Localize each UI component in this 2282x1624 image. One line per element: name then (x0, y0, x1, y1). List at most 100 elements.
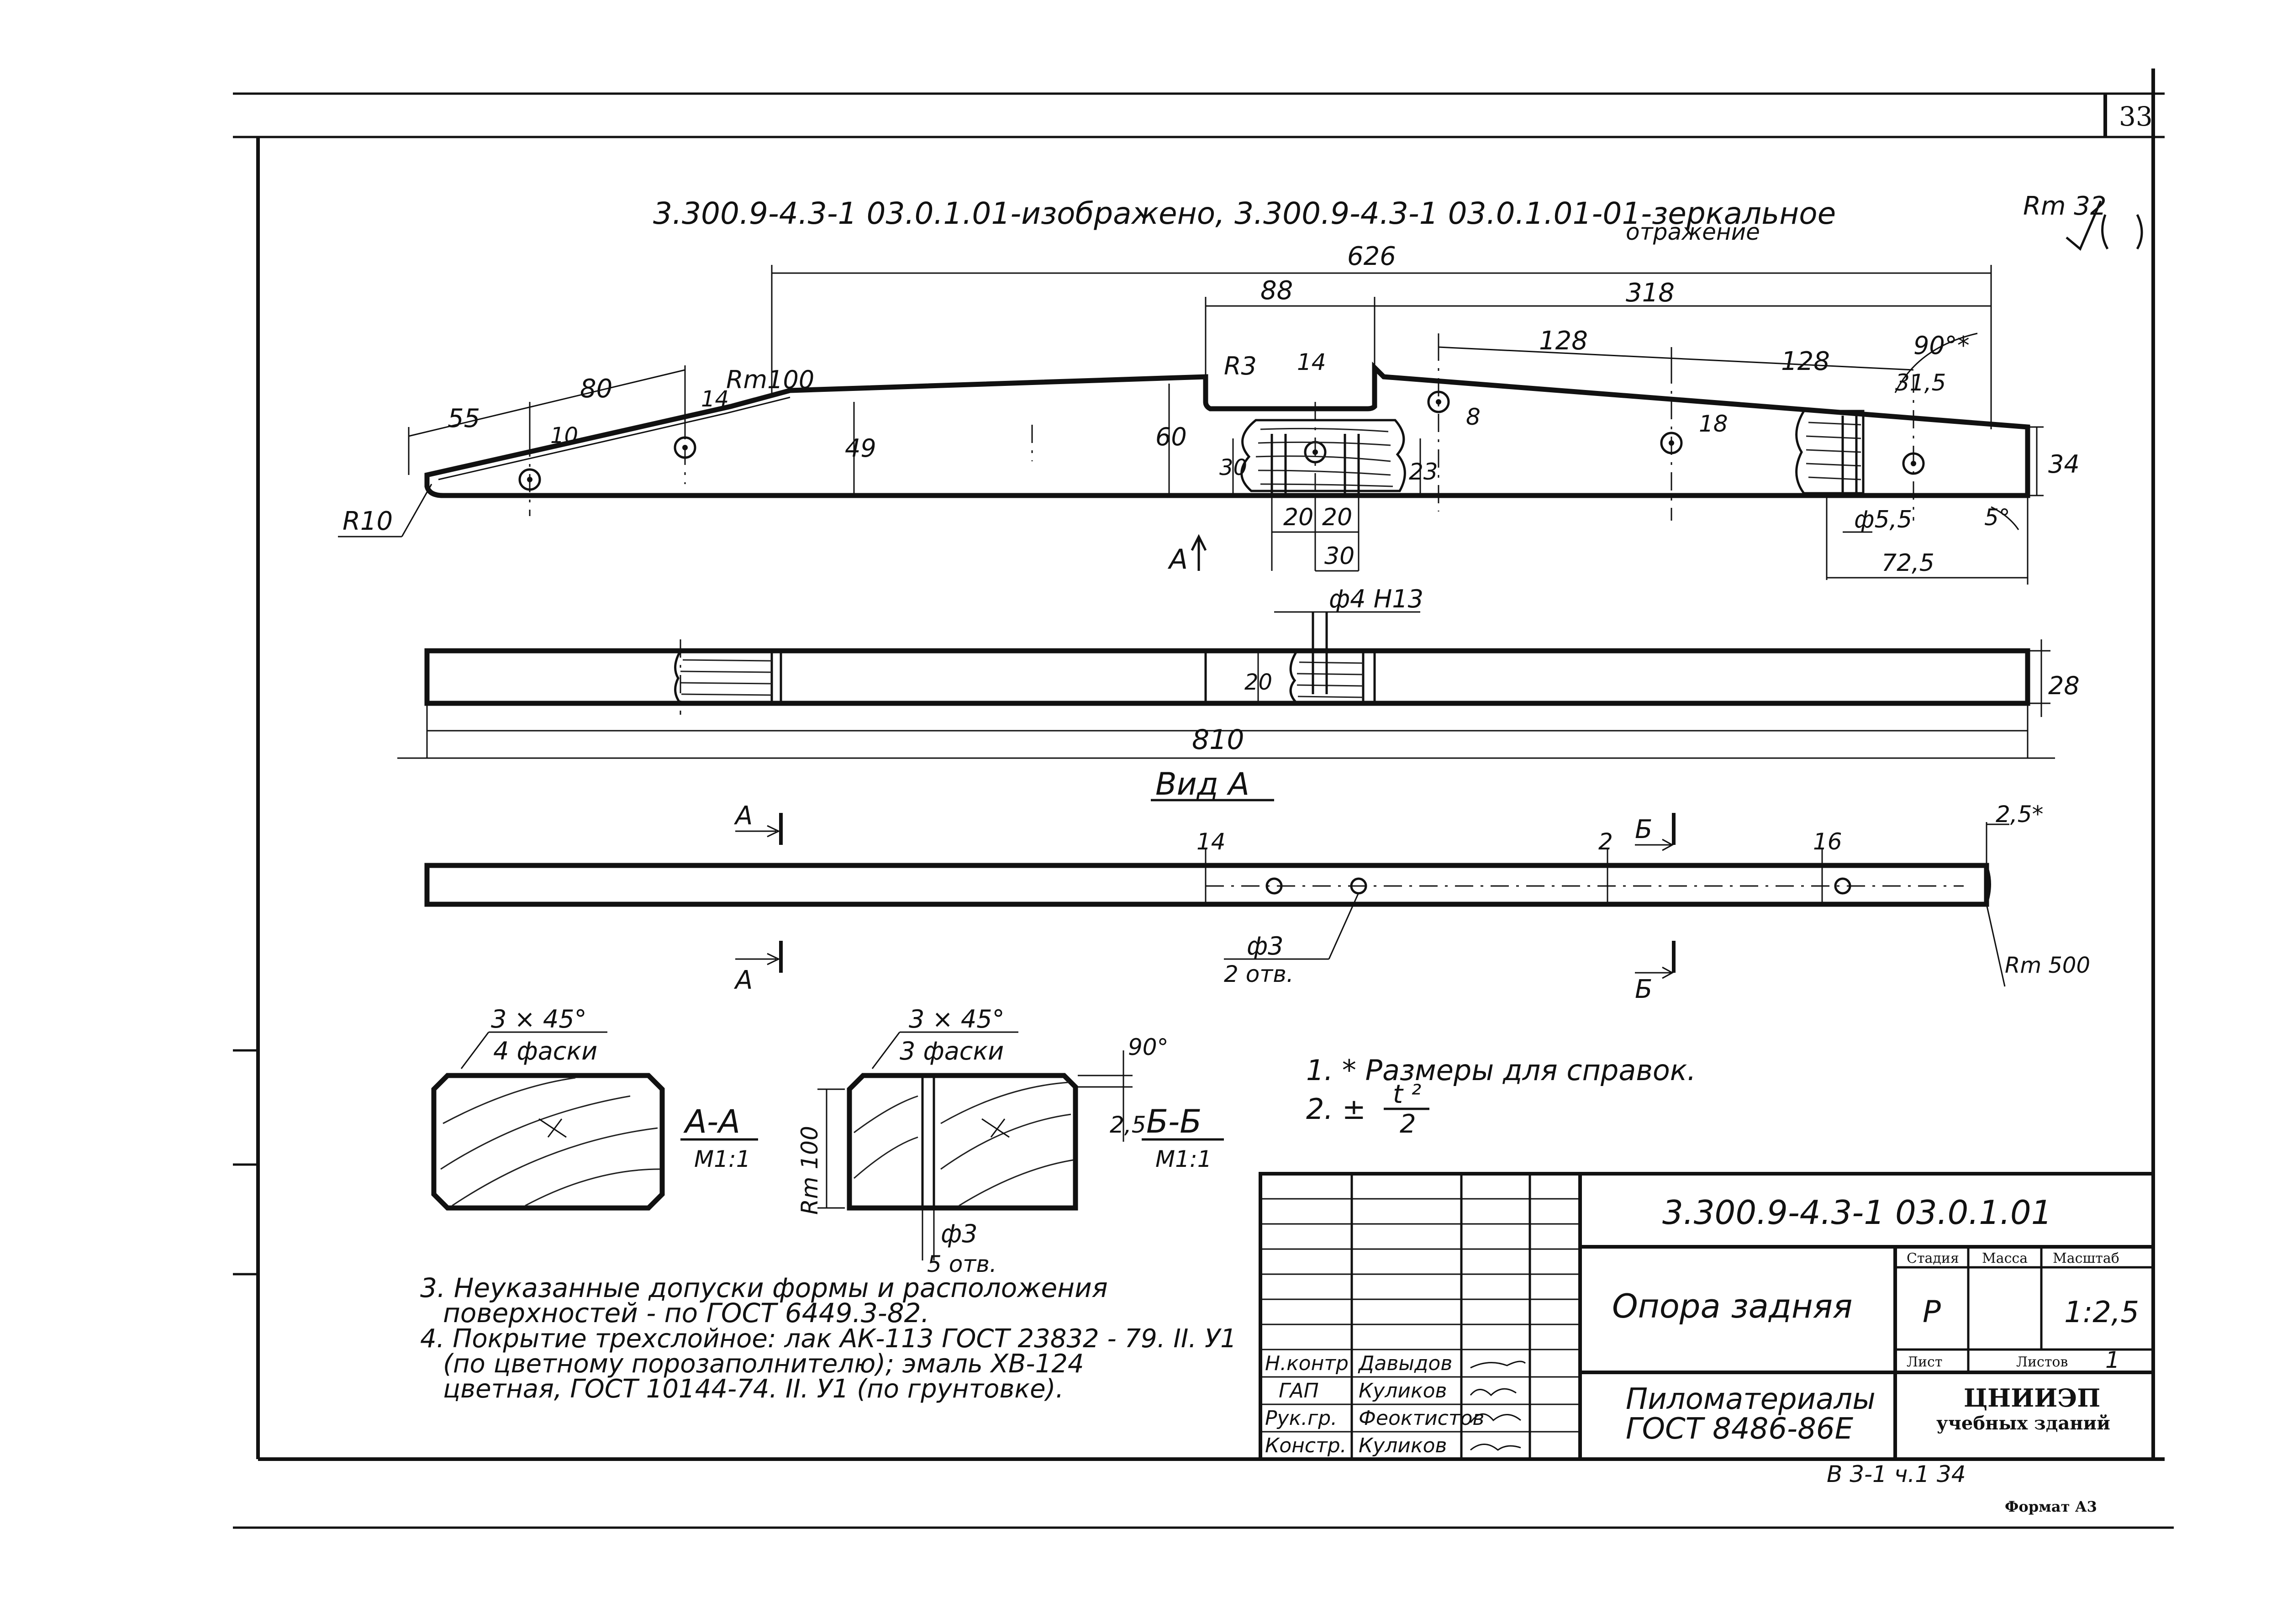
note-2-prefix: 2. ± (1306, 1092, 1366, 1126)
name-nkontr: Давыдов (1358, 1352, 1452, 1375)
section-a-scale: М1:1 (694, 1146, 751, 1172)
dim-20-a: 20 (1283, 504, 1313, 531)
dim-phi-5-5: ф5,5 (1854, 506, 1912, 533)
dim-128-b: 128 (1781, 347, 1830, 376)
dim-holes-2: 2 отв. (1224, 961, 1294, 987)
header-note: 3.300.9-4.3-1 03.0.1.01-изображено, 3.30… (653, 196, 1836, 231)
cut-mark-b-bottom: Б (1635, 975, 1652, 1004)
note-2-numerator: t ² (1393, 1080, 1421, 1109)
hole-icon (1427, 390, 1450, 413)
side-view: А (424, 343, 2030, 575)
role-nkontr: Н.контр (1265, 1352, 1349, 1375)
dim-30-h: 30 (1324, 543, 1354, 570)
dim-8: 8 (1466, 404, 1481, 430)
scale-header: Масштаб (2053, 1250, 2119, 1266)
name-rukgr: Феоктистов (1359, 1407, 1484, 1430)
sb-90: 90° (1128, 1034, 1169, 1060)
dim-80: 80 (580, 374, 612, 404)
dim-2: 2 (1598, 828, 1613, 855)
dim-18: 18 (1699, 411, 1728, 437)
signature-icon (1470, 1413, 1521, 1423)
signature-icon (1470, 1388, 1517, 1397)
dim-60: 60 (1155, 422, 1187, 451)
dim-72-5: 72,5 (1881, 549, 1934, 577)
role-rukgr: Рук.гр. (1265, 1407, 1337, 1430)
section-a-a (431, 1031, 665, 1211)
dim-626: 626 (1347, 242, 1396, 271)
role-konstr: Констр. (1265, 1434, 1347, 1457)
dim-14: 14 (701, 386, 729, 412)
dim-28: 28 (2048, 671, 2080, 700)
hole-icon (518, 468, 541, 491)
plan-view (424, 612, 2030, 715)
cut-mark-a-bottom: А (734, 965, 753, 995)
arrow-up-icon (1191, 534, 1207, 571)
mass-header: Масса (1982, 1250, 2028, 1266)
sa-chamfer: 3 × 45° (491, 1005, 587, 1033)
dim-88: 88 (1260, 276, 1293, 306)
dim-10: 10 (550, 423, 578, 448)
dim-16: 16 (1813, 828, 1842, 855)
note-4-line3: цветная, ГОСТ 10144-74. II. У1 (по грунт… (443, 1374, 1064, 1404)
dim-r10: R10 (343, 506, 393, 536)
sheets-label: Листов (2016, 1354, 2068, 1370)
stage-value: Р (1923, 1294, 1941, 1329)
note-3-line1: 3. Неуказанные допуски формы и расположе… (420, 1272, 1108, 1303)
hole-icon (1834, 877, 1851, 895)
dim-14-top: 14 (1297, 349, 1326, 375)
dim-31-5: 31,5 (1895, 369, 1946, 396)
dim-phi-3: ф3 (1247, 932, 1284, 960)
sheet-number: 33 (2119, 101, 2153, 132)
part-name: Опора задняя (1612, 1287, 1852, 1325)
sheet-frame (233, 69, 2174, 1529)
dim-5-deg: 5° (1984, 504, 2010, 531)
local-section-hatch (1289, 612, 1365, 705)
dim-2-5: 2,5* (1996, 801, 2044, 828)
local-section-hatch (674, 649, 773, 705)
dim-34: 34 (2048, 450, 2080, 479)
dim-rm500: Rm 500 (2005, 953, 2090, 978)
format-label: Формат А3 (2005, 1498, 2097, 1515)
dim-20-plan: 20 (1244, 670, 1272, 695)
footer-ref: В 3-1 ч.1 34 (1827, 1461, 1966, 1487)
section-b-title: Б-Б (1146, 1103, 1202, 1140)
view-mark-a: А (1167, 543, 1188, 575)
title-block-grid (1259, 1172, 2155, 1461)
sb-rm100: Rm 100 (796, 1126, 823, 1215)
note-2-denominator: 2 (1400, 1109, 1416, 1139)
signature-icon (1470, 1444, 1521, 1451)
hole-icon (1265, 877, 1283, 895)
sb-phi-3: ф3 (941, 1219, 978, 1248)
dim-49: 49 (845, 434, 876, 463)
section-a-title: А-А (683, 1103, 740, 1140)
section-b-b (817, 1031, 1133, 1260)
sheet-label: Лист (1907, 1354, 1942, 1370)
sb-2-5: 2,5 (1110, 1112, 1146, 1138)
material-line2: ГОСТ 8486-86Е (1626, 1412, 1854, 1446)
sb-chamfer: 3 × 45° (909, 1005, 1005, 1033)
side-view-dimensions (338, 265, 2044, 585)
dim-55: 55 (448, 404, 480, 433)
sheets-value: 1 (2105, 1347, 2120, 1373)
signature-icon (1470, 1360, 1526, 1369)
name-konstr: Куликов (1359, 1434, 1447, 1457)
note-3-line2: поверхностей - по ГОСТ 6449.3-82. (443, 1297, 929, 1329)
header-note-line2: отражение (1626, 219, 1760, 245)
cut-mark-b-top: Б (1635, 815, 1652, 844)
dim-810: 810 (1192, 724, 1244, 756)
dim-phi-4-h13: ф4 Н13 (1329, 585, 1423, 613)
dim-128-a: 128 (1539, 326, 1588, 356)
material-line1: Пиломатериалы (1626, 1382, 1876, 1416)
hole-icon (1660, 432, 1683, 454)
name-gap: Куликов (1359, 1379, 1447, 1403)
sa-chamfer-count: 4 фаски (493, 1037, 597, 1065)
note-4-line2: (по цветному порозаполнителю); эмаль ХВ-… (443, 1349, 1084, 1379)
view-a (424, 813, 2009, 987)
dim-23: 23 (1409, 459, 1438, 485)
view-a-title: Вид А (1155, 766, 1249, 802)
doc-code: 3.300.9-4.3-1 03.0.1.01 (1662, 1193, 2052, 1232)
local-section-hatch (1795, 410, 1865, 496)
roughness-symbol: Rm 32 (2023, 191, 2107, 221)
scale-value: 1:2,5 (2064, 1296, 2139, 1329)
